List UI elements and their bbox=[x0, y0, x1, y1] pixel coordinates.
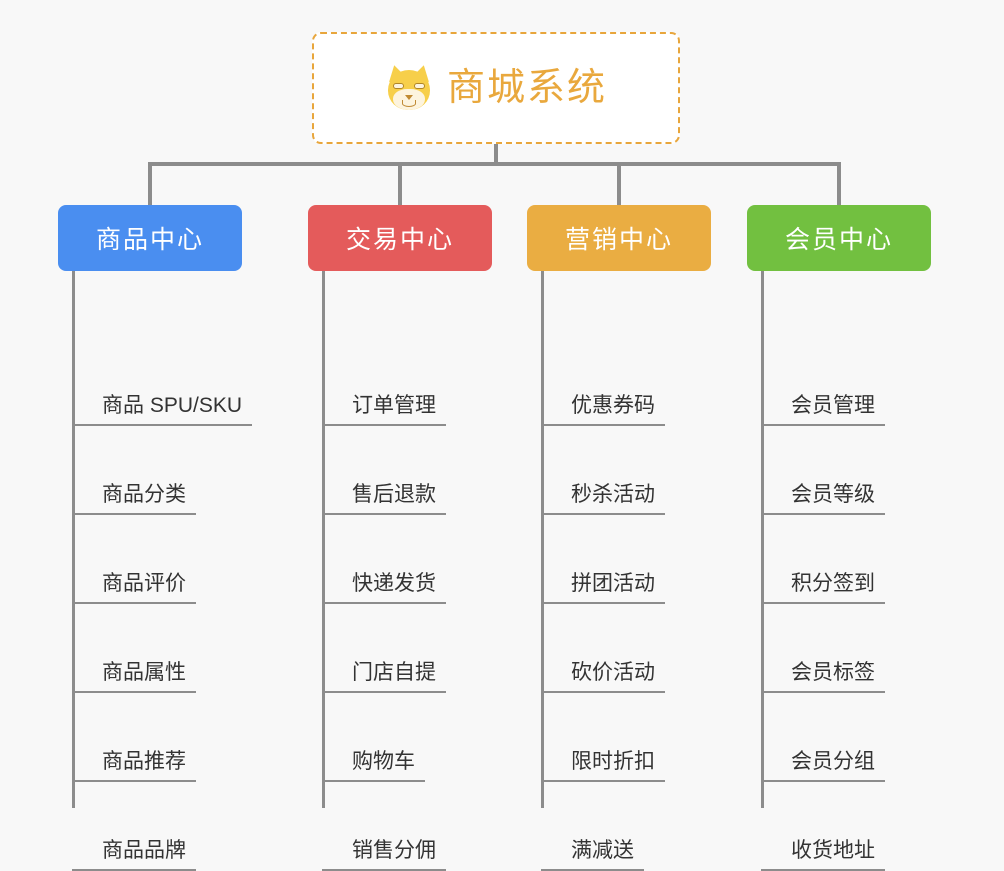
leaf-item[interactable]: 积分签到 bbox=[761, 515, 931, 604]
drop-connector-1 bbox=[398, 162, 402, 206]
leaf-item[interactable]: 售后退款 bbox=[322, 426, 492, 515]
leaf-item-label: 订单管理 bbox=[322, 394, 446, 426]
category-spine-2 bbox=[541, 271, 544, 808]
leaf-item-label: 商品品牌 bbox=[72, 839, 196, 871]
leaf-item[interactable]: 会员分组 bbox=[761, 693, 931, 782]
leaf-item[interactable]: 秒杀活动 bbox=[541, 426, 711, 515]
leaf-item[interactable]: 会员标签 bbox=[761, 604, 931, 693]
leaf-item-label: 优惠券码 bbox=[541, 394, 665, 426]
leaf-item-label: 会员分组 bbox=[761, 750, 885, 782]
category-header-3[interactable]: 会员中心 bbox=[747, 205, 931, 271]
category-header-0[interactable]: 商品中心 bbox=[58, 205, 242, 271]
root-node[interactable]: 商城系统 bbox=[312, 32, 680, 144]
leaf-item[interactable]: 商品评价 bbox=[72, 515, 242, 604]
leaf-list-3: 会员管理会员等级积分签到会员标签会员分组收货地址 bbox=[747, 337, 931, 871]
category-bus-connector bbox=[150, 162, 840, 166]
leaf-item[interactable]: 商品属性 bbox=[72, 604, 242, 693]
category-spine-3 bbox=[761, 271, 764, 808]
category-spine-1 bbox=[322, 271, 325, 808]
leaf-item-label: 门店自提 bbox=[322, 661, 446, 693]
mindmap-canvas: 商城系统 商品中心商品 SPU/SKU 商品分类商品评价商品属性商品推荐商品品牌 交… bbox=[58, 32, 931, 871]
leaf-item-label: 收货地址 bbox=[761, 839, 885, 871]
leaf-item-label: 限时折扣 bbox=[541, 750, 665, 782]
leaf-item[interactable]: 商品品牌 bbox=[72, 782, 242, 871]
leaf-item[interactable]: 购物车 bbox=[322, 693, 492, 782]
leaf-item[interactable]: 砍价活动 bbox=[541, 604, 711, 693]
leaf-item[interactable]: 商品推荐 bbox=[72, 693, 242, 782]
root-trunk-connector bbox=[494, 144, 498, 165]
category-column-3: 会员中心会员管理会员等级积分签到会员标签会员分组收货地址 bbox=[747, 205, 931, 871]
leaf-item[interactable]: 销售分佣 bbox=[322, 782, 492, 871]
drop-connector-0 bbox=[148, 162, 152, 206]
leaf-item-label: 秒杀活动 bbox=[541, 483, 665, 515]
leaf-item-label: 售后退款 bbox=[322, 483, 446, 515]
leaf-item[interactable]: 商品 SPU/SKU bbox=[72, 337, 253, 426]
leaf-item-label: 砍价活动 bbox=[541, 661, 665, 693]
leaf-item-label: 满减送 bbox=[541, 839, 644, 871]
leaf-item[interactable]: 门店自提 bbox=[322, 604, 492, 693]
shiba-inu-icon bbox=[385, 63, 433, 112]
category-spine-0 bbox=[72, 271, 75, 808]
leaf-list-2: 优惠券码秒杀活动拼团活动砍价活动限时折扣满减送 bbox=[527, 337, 711, 871]
leaf-item-label: 会员等级 bbox=[761, 483, 885, 515]
category-header-2[interactable]: 营销中心 bbox=[527, 205, 711, 271]
leaf-item-label: 商品 SPU/SKU bbox=[72, 394, 253, 426]
leaf-item-label: 会员管理 bbox=[761, 394, 885, 426]
leaf-item[interactable]: 优惠券码 bbox=[541, 337, 711, 426]
category-column-1: 交易中心订单管理售后退款快递发货门店自提购物车销售分佣 bbox=[308, 205, 492, 871]
leaf-item[interactable]: 会员等级 bbox=[761, 426, 931, 515]
drop-connector-3 bbox=[837, 162, 841, 206]
leaf-item-label: 商品分类 bbox=[72, 483, 196, 515]
root-title: 商城系统 bbox=[446, 67, 607, 109]
leaf-item-label: 商品属性 bbox=[72, 661, 196, 693]
drop-connector-2 bbox=[617, 162, 621, 206]
leaf-item[interactable]: 拼团活动 bbox=[541, 515, 711, 604]
leaf-list-1: 订单管理售后退款快递发货门店自提购物车销售分佣 bbox=[308, 337, 492, 871]
category-column-0: 商品中心商品 SPU/SKU 商品分类商品评价商品属性商品推荐商品品牌 bbox=[58, 205, 253, 871]
leaf-list-0: 商品 SPU/SKU 商品分类商品评价商品属性商品推荐商品品牌 bbox=[58, 337, 253, 871]
leaf-item[interactable]: 满减送 bbox=[541, 782, 711, 871]
leaf-item-label: 商品评价 bbox=[72, 572, 196, 604]
leaf-item[interactable]: 收货地址 bbox=[761, 782, 931, 871]
leaf-item[interactable]: 限时折扣 bbox=[541, 693, 711, 782]
leaf-item[interactable]: 商品分类 bbox=[72, 426, 242, 515]
leaf-item[interactable]: 快递发货 bbox=[322, 515, 492, 604]
leaf-item-label: 销售分佣 bbox=[322, 839, 446, 871]
leaf-item[interactable]: 会员管理 bbox=[761, 337, 931, 426]
leaf-item-label: 商品推荐 bbox=[72, 750, 196, 782]
leaf-item-label: 快递发货 bbox=[322, 572, 446, 604]
leaf-item-label: 购物车 bbox=[322, 750, 425, 782]
leaf-item-label: 拼团活动 bbox=[541, 572, 665, 604]
leaf-item-label: 会员标签 bbox=[761, 661, 885, 693]
leaf-item[interactable]: 订单管理 bbox=[322, 337, 492, 426]
leaf-item-label: 积分签到 bbox=[761, 572, 885, 604]
category-column-2: 营销中心优惠券码秒杀活动拼团活动砍价活动限时折扣满减送 bbox=[527, 205, 711, 871]
category-header-1[interactable]: 交易中心 bbox=[308, 205, 492, 271]
